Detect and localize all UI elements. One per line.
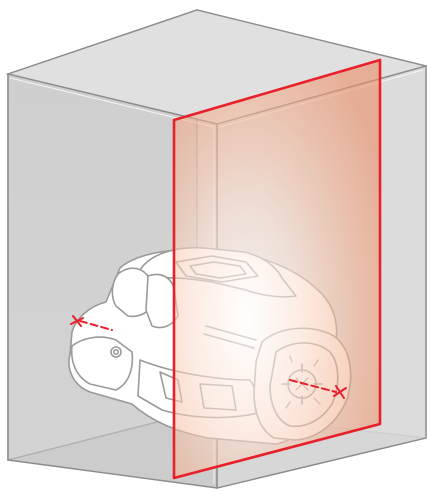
- front-laser-beam: [289, 379, 337, 393]
- rear-laser-beam: [79, 320, 113, 331]
- cross-marker-icon: [333, 385, 347, 399]
- vertical-laser-plane-icon: [172, 58, 382, 480]
- cross-marker-icon: [70, 315, 84, 327]
- laser-beam-markers: [70, 315, 347, 399]
